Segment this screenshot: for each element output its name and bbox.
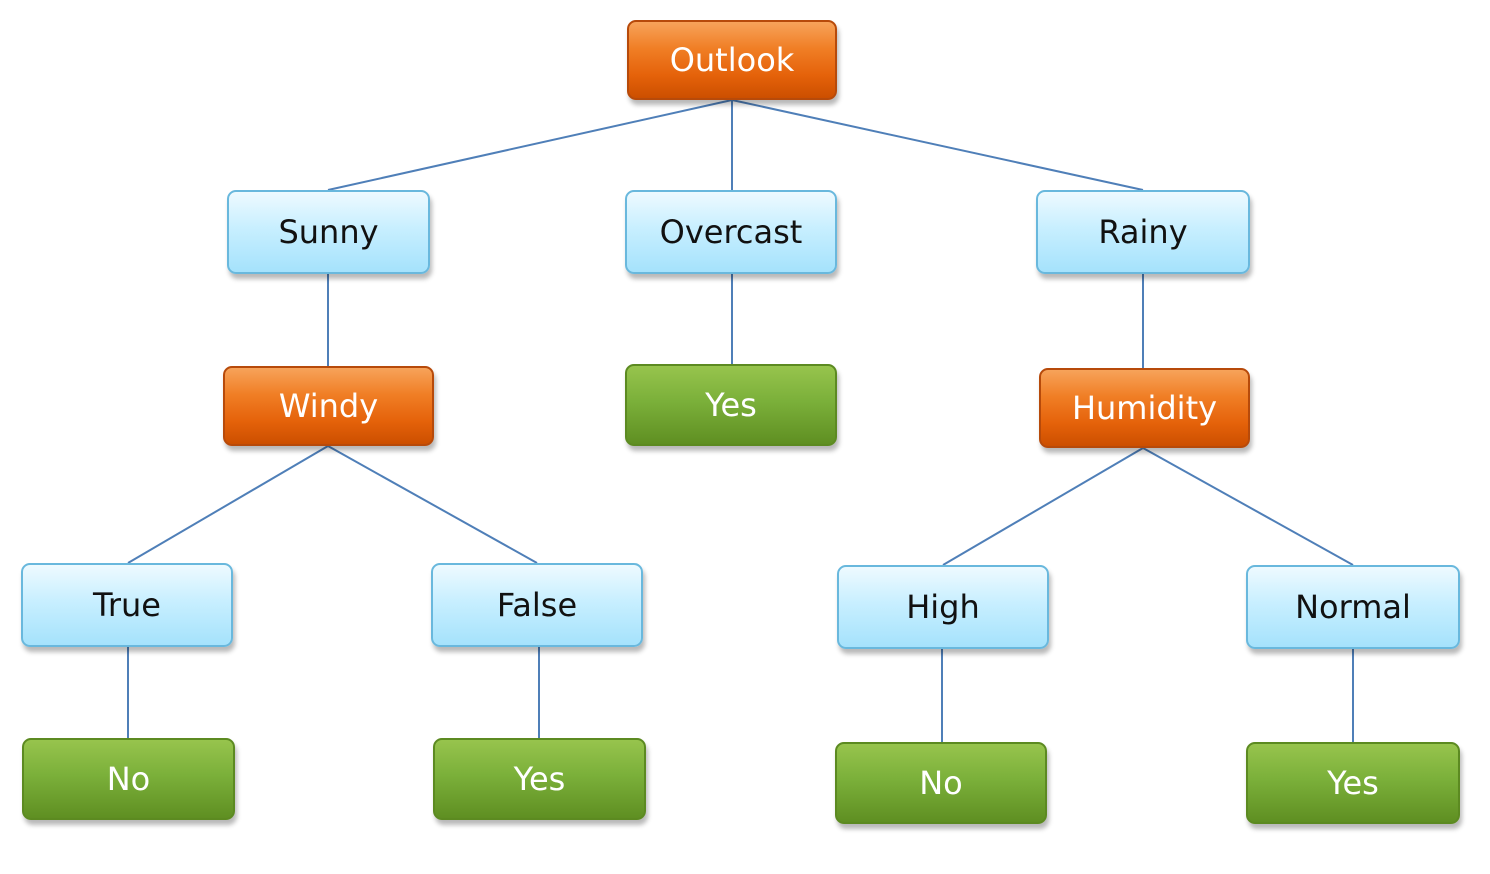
edge-windy-false — [327, 445, 538, 564]
node-windy-label: Windy — [278, 387, 379, 425]
node-humidity-label: Humidity — [1071, 389, 1218, 427]
node-windy: Windy — [223, 366, 434, 446]
node-true-no-label: No — [106, 760, 151, 798]
edge-humidity-normal — [1142, 447, 1354, 566]
edge-outlook-sunny — [327, 99, 733, 191]
node-overcast-yes: Yes — [625, 364, 837, 446]
node-high-no: No — [835, 742, 1047, 824]
node-normal-label: Normal — [1295, 588, 1411, 626]
node-outlook: Outlook — [627, 20, 837, 100]
node-false: False — [431, 563, 643, 647]
node-sunny-label: Sunny — [278, 213, 379, 251]
node-overcast-label: Overcast — [659, 213, 803, 251]
node-true: True — [21, 563, 233, 647]
node-normal-yes-label: Yes — [1327, 764, 1379, 802]
node-high: High — [837, 565, 1049, 649]
node-normal: Normal — [1246, 565, 1460, 649]
node-false-yes-label: Yes — [513, 760, 566, 798]
node-high-label: High — [906, 588, 980, 626]
node-outlook-label: Outlook — [669, 41, 795, 79]
node-high-no-label: No — [919, 764, 963, 802]
node-normal-yes: Yes — [1246, 742, 1460, 824]
node-true-no: No — [22, 738, 235, 820]
node-humidity: Humidity — [1039, 368, 1250, 448]
node-rainy: Rainy — [1036, 190, 1250, 274]
edge-windy-true — [127, 445, 329, 564]
node-false-yes: Yes — [433, 738, 646, 820]
node-overcast-yes-label: Yes — [705, 386, 757, 424]
edge-outlook-rainy — [731, 99, 1144, 191]
node-true-label: True — [93, 586, 161, 624]
node-overcast: Overcast — [625, 190, 837, 274]
node-rainy-label: Rainy — [1098, 213, 1188, 251]
node-sunny: Sunny — [227, 190, 430, 274]
edge-humidity-high — [942, 447, 1144, 566]
node-false-label: False — [496, 586, 578, 624]
